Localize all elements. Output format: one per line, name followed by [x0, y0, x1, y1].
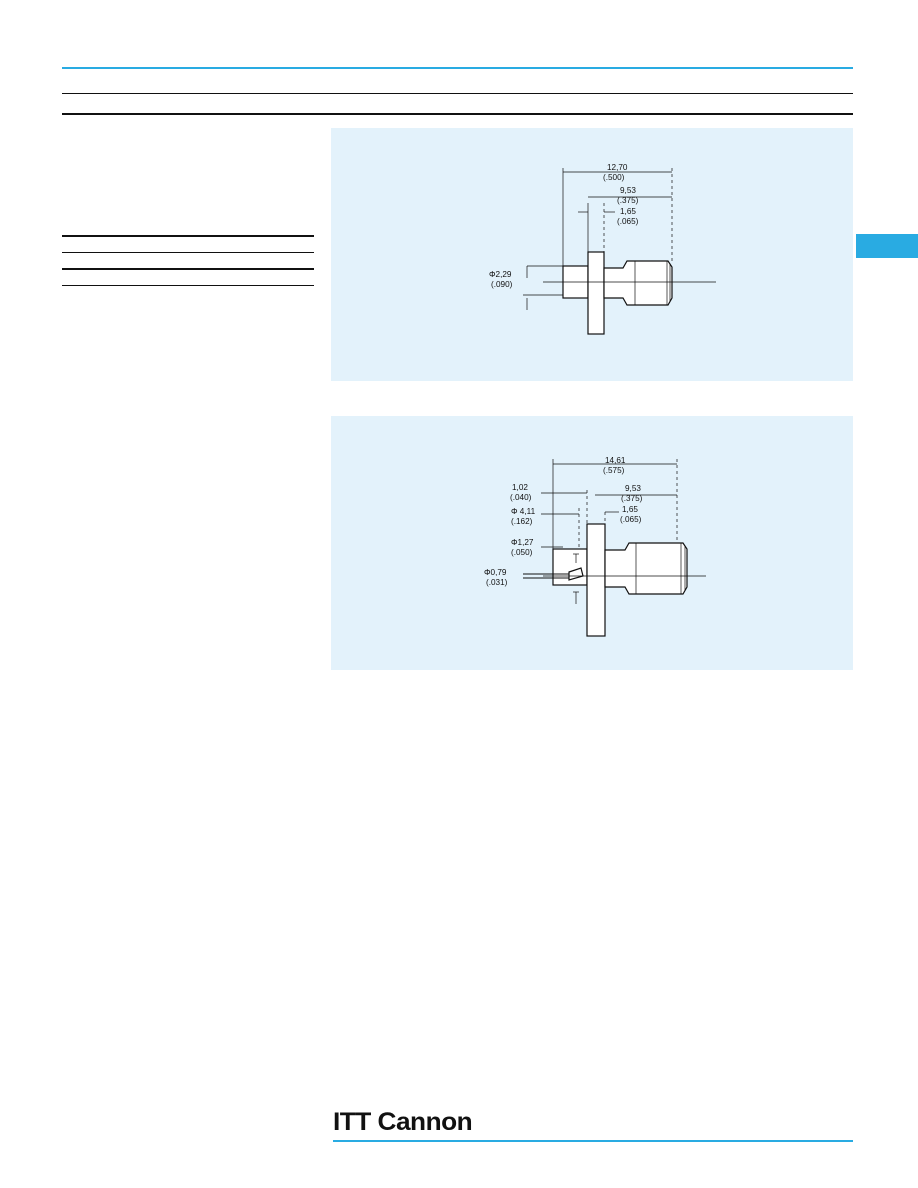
- dim-flange-in: (.065): [620, 515, 642, 524]
- dim-pin-length-in: (.040): [510, 493, 532, 502]
- connector-drawing-2: 14,61 (.575) 9,53 (.375) 1,65 (.065) 1,0…: [484, 456, 706, 637]
- table-rule: [62, 285, 314, 286]
- dim-flange-mm: 1,65: [622, 505, 638, 514]
- header-rule-heavy: [62, 113, 853, 115]
- dim-dia-mm: Φ2,29: [489, 270, 512, 279]
- dim-dia3-in: (.031): [486, 578, 508, 587]
- dim-dia1-mm: Φ 4,11: [511, 507, 536, 516]
- drawing-panel-2: 14,61 (.575) 9,53 (.375) 1,65 (.065) 1,0…: [331, 416, 853, 670]
- connector-body: [552, 523, 688, 637]
- dim-overall-in: (.575): [603, 466, 625, 475]
- dim-overall-in: (.500): [603, 173, 625, 182]
- dim-dia1-in: (.162): [511, 517, 533, 526]
- section-tab: [856, 234, 918, 258]
- dim-dia2-in: (.050): [511, 548, 533, 557]
- connector-drawing-1: 12,70 (.500) 9,53 (.375) 1,65 (.065) Φ2,…: [489, 163, 716, 335]
- drawing-panel-1: 12,70 (.500) 9,53 (.375) 1,65 (.065) Φ2,…: [331, 128, 853, 381]
- footer-accent-rule: [333, 1140, 853, 1142]
- dim-pin-length-mm: 1,02: [512, 483, 528, 492]
- dim-flange-in: (.065): [617, 217, 639, 226]
- dim-dia3-mm: Φ0,79: [484, 568, 507, 577]
- dim-flange-mm: 1,65: [620, 207, 636, 216]
- dim-body-mm: 9,53: [625, 484, 641, 493]
- dim-body-in: (.375): [621, 494, 643, 503]
- header-rule: [62, 93, 853, 94]
- table-rule: [62, 235, 314, 237]
- connector-body: [562, 251, 673, 335]
- dim-dia2-mm: Φ1,27: [511, 538, 534, 547]
- dim-body-in: (.375): [617, 196, 639, 205]
- table-rule: [62, 252, 314, 253]
- company-logo: ITT Cannon: [333, 1108, 473, 1136]
- header-accent-rule: [62, 67, 853, 69]
- dim-overall-mm: 14,61: [605, 456, 626, 465]
- table-rule: [62, 268, 314, 270]
- dim-dia-in: (.090): [491, 280, 513, 289]
- dim-body-mm: 9,53: [620, 186, 636, 195]
- dim-overall-mm: 12,70: [607, 163, 628, 172]
